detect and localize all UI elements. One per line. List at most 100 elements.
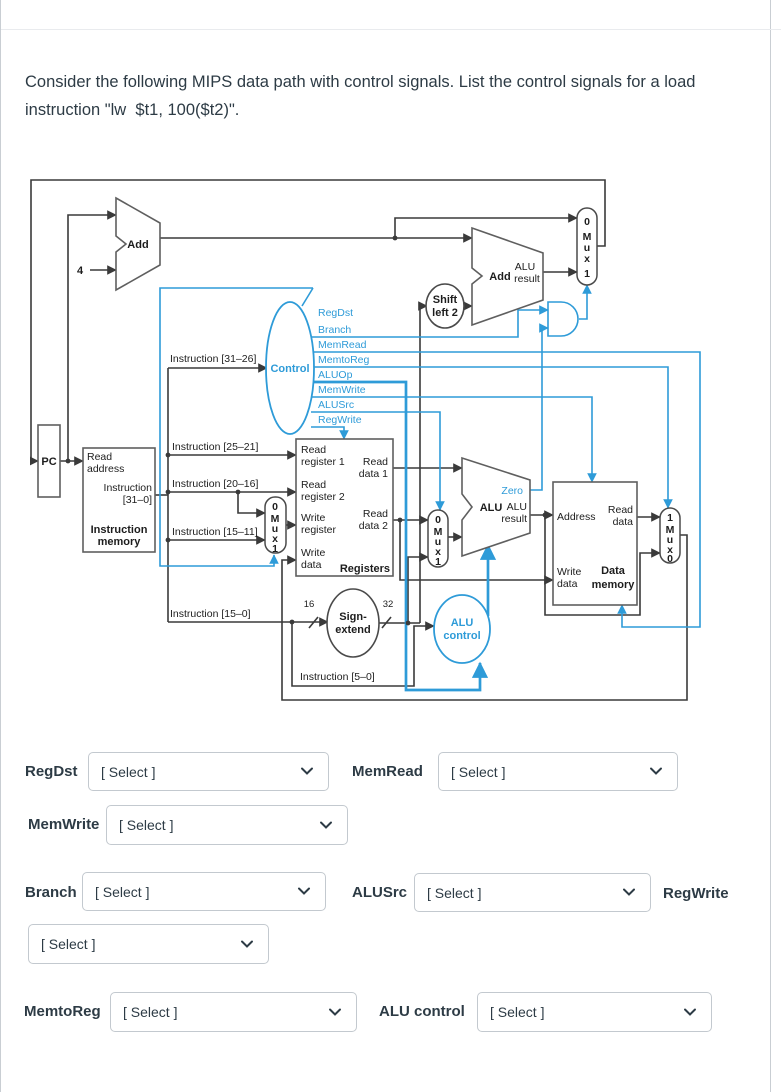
- field-20-16: Instruction [20–16]: [172, 478, 258, 490]
- memwrite-label: MemWrite: [28, 816, 100, 833]
- branch-adder-label: Add: [489, 271, 510, 283]
- bit-width-16: 16: [304, 599, 315, 610]
- signal-branch: Branch: [318, 324, 351, 336]
- regs-rr2-1: Read: [301, 479, 326, 491]
- mux-u: u: [435, 536, 441, 548]
- alucontrol-label: ALU control: [379, 1003, 465, 1020]
- question-text: Consider the following MIPS data path wi…: [25, 68, 755, 124]
- mux-x: x: [435, 546, 441, 558]
- memwrite-select[interactable]: [ Select ]: [106, 805, 348, 845]
- memread-select[interactable]: [ Select ]: [438, 752, 678, 791]
- regdst-select-value: [ Select ]: [101, 763, 156, 780]
- instruction-memory-box: [82, 447, 156, 553]
- memtoreg-label: MemtoReg: [24, 1003, 101, 1020]
- field-31-26: Instruction [31–26]: [170, 353, 256, 365]
- regwrite-select-value: [ Select ]: [41, 936, 96, 952]
- control-wires: [159, 284, 701, 692]
- mux-x: x: [272, 533, 278, 545]
- mux-m: M: [434, 526, 443, 538]
- chevron-down-icon: [650, 767, 662, 775]
- page-left-border: [0, 0, 1, 1092]
- im-name-2: memory: [98, 536, 142, 548]
- mips-datapath-diagram: PC Add 4 Read address Instruction [31–0]…: [30, 179, 701, 701]
- data-wires: [30, 179, 688, 701]
- mux-x: x: [667, 544, 673, 556]
- page-right-border: [770, 0, 771, 1092]
- alu-label: ALU: [480, 502, 503, 514]
- control-unit: [265, 301, 315, 435]
- control-signal-labels: RegDst Branch MemRead MemtoReg ALUOp Mem…: [318, 307, 370, 426]
- mux-0: 0: [272, 501, 278, 513]
- regs-rd1-2: data 1: [359, 468, 388, 480]
- bit-width-32: 32: [383, 599, 394, 610]
- regwrite-select[interactable]: [ Select ]: [28, 924, 269, 964]
- memread-label: MemRead: [352, 763, 423, 780]
- mux-0: 0: [584, 216, 590, 228]
- alu-control-unit: [433, 594, 491, 664]
- alusrc-mux-labels: 0 M u x 1: [434, 514, 443, 568]
- regdst-mux: [264, 496, 287, 554]
- im-read-address-2: address: [87, 463, 124, 475]
- regs-rd1-1: Read: [363, 456, 388, 468]
- mux-u: u: [272, 523, 278, 535]
- alusrc-label: ALUSrc: [352, 884, 408, 901]
- regs-name: Registers: [340, 563, 390, 575]
- dm-name-2: memory: [592, 579, 636, 591]
- page-top-divider: [1, 29, 781, 30]
- signal-alusrc: ALUSrc: [318, 399, 354, 411]
- im-read-address-1: Read: [87, 451, 112, 463]
- alucontrol-select[interactable]: [ Select ]: [477, 992, 712, 1032]
- regs-wd-1: Write: [301, 547, 325, 559]
- im-name-1: Instruction: [91, 524, 148, 536]
- control-unit-label: Control: [270, 363, 309, 375]
- dm-read-data-1: Read: [608, 504, 633, 516]
- registers-box: [295, 438, 394, 577]
- alusrc-select-value: [ Select ]: [427, 884, 482, 901]
- shift-label-2: left 2: [432, 307, 458, 319]
- regwrite-label: RegWrite: [663, 885, 729, 902]
- regs-rr2-2: register 2: [301, 491, 345, 503]
- mux-m: M: [271, 513, 280, 525]
- regdst-select[interactable]: [ Select ]: [88, 752, 329, 791]
- alucontrol-select-value: [ Select ]: [490, 1004, 545, 1020]
- chevron-down-icon: [320, 821, 332, 829]
- alusrc-select[interactable]: [ Select ]: [414, 873, 651, 912]
- alusrc-mux: [427, 509, 449, 568]
- signal-memwrite: MemWrite: [318, 384, 366, 396]
- question-line-2: instruction "lw $t1, 100($t2)".: [25, 101, 240, 119]
- mux-m: M: [666, 524, 675, 536]
- memtoreg-select[interactable]: [ Select ]: [110, 992, 357, 1032]
- branch-adder: [471, 226, 544, 327]
- pcsrc-mux: [576, 207, 598, 286]
- dm-read-data-2: data: [613, 516, 634, 528]
- field-5-0: Instruction [5–0]: [300, 671, 375, 683]
- branch-adder-result-2: result: [514, 273, 540, 285]
- regs-rd2-1: Read: [363, 508, 388, 520]
- branch-select[interactable]: [ Select ]: [82, 872, 326, 911]
- chevron-down-icon: [298, 887, 310, 895]
- dm-name-1: Data: [601, 565, 626, 577]
- branch-adder-result-1: ALU: [515, 261, 535, 273]
- mux-u: u: [584, 242, 590, 254]
- memtoreg-mux-labels: 1 M u x 0: [666, 512, 675, 565]
- pc-adder-label: Add: [127, 239, 148, 251]
- pc-label: PC: [41, 456, 56, 468]
- memwrite-select-value: [ Select ]: [119, 817, 174, 833]
- regs-rd2-2: data 2: [359, 520, 388, 532]
- field-15-11: Instruction [15–11]: [172, 526, 258, 538]
- alu: [461, 456, 531, 558]
- dm-write-data-1: Write: [557, 566, 581, 578]
- mux-x: x: [584, 253, 590, 265]
- signal-regwrite: RegWrite: [318, 414, 362, 426]
- wire-junctions: [65, 235, 548, 626]
- field-15-0: Instruction [15–0]: [170, 608, 251, 620]
- alu-control-label-1: ALU: [451, 617, 474, 629]
- chevron-down-icon: [241, 940, 253, 948]
- memtoreg-mux: [659, 507, 681, 564]
- sign-extend-label-1: Sign-: [339, 611, 367, 623]
- mux-m: M: [583, 231, 592, 243]
- regs-rr1-2: register 1: [301, 456, 345, 468]
- regdst-mux-labels: 0 M u x 1: [271, 501, 280, 555]
- question-line-1: Consider the following MIPS data path wi…: [25, 73, 696, 91]
